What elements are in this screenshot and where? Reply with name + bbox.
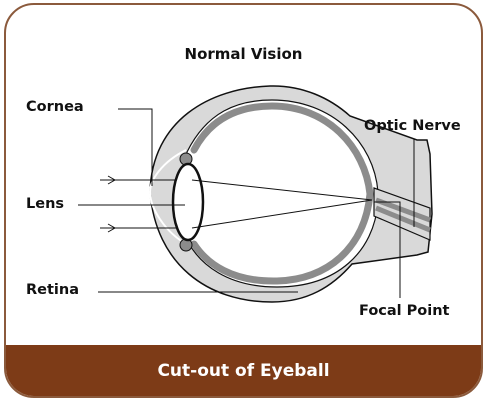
diagram-card: Normal Vision Cornea Lens Retina O bbox=[4, 3, 483, 398]
label-optic-nerve: Optic Nerve bbox=[364, 118, 461, 134]
eyeball-diagram bbox=[6, 5, 483, 398]
cornea-leader bbox=[118, 109, 152, 186]
label-retina: Retina bbox=[26, 282, 79, 298]
label-focal-point: Focal Point bbox=[359, 303, 450, 319]
label-lens: Lens bbox=[26, 196, 64, 212]
label-cornea: Cornea bbox=[26, 99, 84, 115]
lens-shape bbox=[173, 164, 203, 240]
footer-caption: Cut-out of Eyeball bbox=[6, 345, 481, 396]
